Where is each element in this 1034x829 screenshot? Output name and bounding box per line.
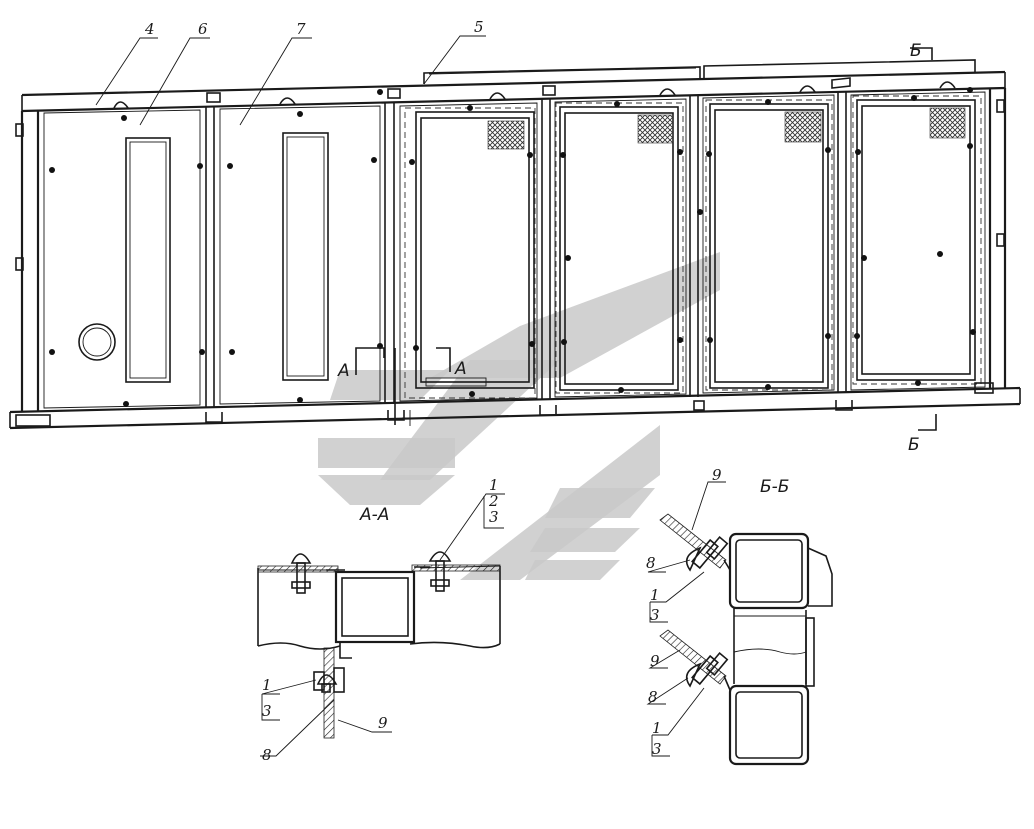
callout-7: 7 (296, 20, 306, 38)
main-frame-view (9, 35, 1021, 431)
bb-callout-1a: 1 (650, 586, 660, 604)
section-mark-a-right: А (454, 359, 467, 379)
bb-callout-1b: 1 (652, 719, 662, 737)
aa-callout-3: 3 (489, 508, 499, 526)
section-mark-a-left: А (337, 361, 350, 381)
bb-callout-8b: 8 (648, 688, 658, 706)
aa-callout-3b: 3 (262, 702, 272, 720)
bb-callout-3a: 3 (650, 606, 660, 624)
callout-5: 5 (474, 18, 484, 36)
bb-callout-8a: 8 (646, 554, 656, 572)
aa-callout-2: 2 (488, 492, 499, 510)
section-b-b (646, 481, 833, 766)
bb-callout-9b: 9 (650, 652, 660, 670)
bb-callout-9a: 9 (712, 466, 722, 484)
section-a-a (257, 493, 505, 757)
section-title-bb: Б-Б (760, 477, 789, 497)
section-mark-b-top: Б (910, 41, 922, 61)
callout-4: 4 (144, 20, 155, 38)
callout-6: 6 (198, 20, 208, 38)
aa-callout-1: 1 (489, 476, 499, 494)
aa-callout-1b: 1 (262, 676, 272, 694)
aa-callout-9: 9 (378, 714, 388, 732)
watermark-logo (318, 252, 720, 580)
section-mark-b-bottom: Б (908, 435, 920, 455)
aa-callout-8: 8 (262, 746, 272, 764)
bb-callout-3b: 3 (652, 740, 662, 758)
section-title-aa: А-А (359, 505, 389, 525)
